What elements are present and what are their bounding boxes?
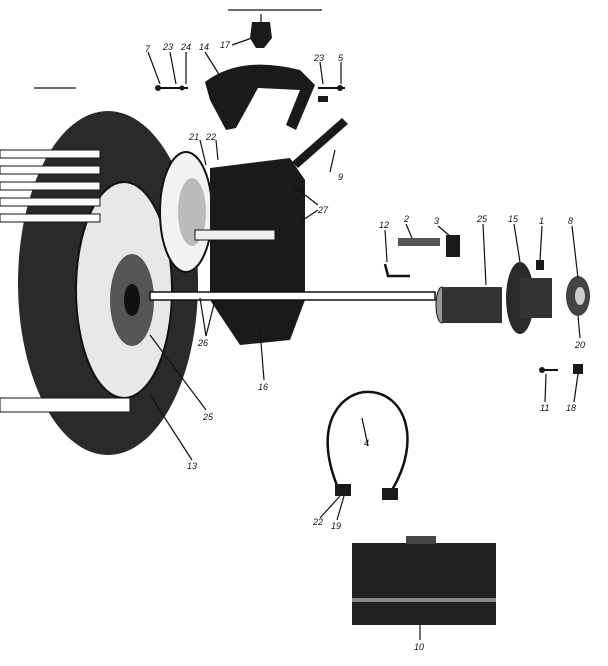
axle-shape xyxy=(149,291,436,301)
part-21-label: 21 xyxy=(188,132,199,142)
part-1-label: 1 xyxy=(539,216,544,226)
frame-bars-shape xyxy=(0,149,131,413)
part-4-shape xyxy=(326,390,409,500)
part-17-label: 17 xyxy=(220,40,231,50)
part-11-label: 11 xyxy=(540,403,549,413)
part-15-shape xyxy=(506,262,552,334)
part-24-label: 24 xyxy=(180,42,191,52)
part-26-label: 26 xyxy=(197,338,208,348)
part-5-label: 5 xyxy=(338,53,344,63)
part-10-label: 10 xyxy=(414,642,424,652)
bolts-left-shape xyxy=(155,85,188,91)
part-12-shape xyxy=(383,263,410,278)
part-18-shape xyxy=(573,364,583,374)
part-2-label: 2 xyxy=(403,214,409,224)
part-27-label: 27 xyxy=(317,205,329,215)
part-7-label: 7 xyxy=(145,44,151,54)
part-18-label: 18 xyxy=(566,403,576,413)
part-3-shape xyxy=(446,235,460,257)
part-14-shape xyxy=(205,64,315,130)
part-15-label: 15 xyxy=(508,214,519,224)
part-14-label: 14 xyxy=(199,42,209,52)
part-3-label: 3 xyxy=(434,216,439,226)
brake-plate-shape xyxy=(159,151,213,273)
sleeve-shape xyxy=(435,286,502,324)
housing-shape xyxy=(194,158,305,345)
part-9-label: 9 xyxy=(338,172,343,182)
part-17-shape xyxy=(250,14,272,48)
bolts-right-shape xyxy=(318,85,345,102)
tire-shape xyxy=(18,111,198,455)
part-1-shape xyxy=(536,260,544,270)
part-22-label: 22 xyxy=(205,132,216,142)
part-4-label: 4 xyxy=(364,438,369,448)
leader-lines xyxy=(147,37,581,640)
part-9-shape xyxy=(292,118,348,168)
part-11-shape xyxy=(539,367,558,373)
part-12-label: 12 xyxy=(379,220,389,230)
part-16-label: 16 xyxy=(258,382,268,392)
part-8-shape xyxy=(566,276,590,316)
part-22-label-bottom: 22 xyxy=(312,517,323,527)
part-20-label: 20 xyxy=(574,340,585,350)
part-23-label: 23 xyxy=(162,42,173,52)
part-8-label: 8 xyxy=(568,216,573,226)
part-25-label-top: 25 xyxy=(476,214,488,224)
part-25-label-bottom: 25 xyxy=(202,412,214,422)
part-13-label: 13 xyxy=(187,461,197,471)
part-23-label-right: 23 xyxy=(313,53,324,63)
part-19-label: 19 xyxy=(331,521,341,531)
part-10-shape xyxy=(352,536,496,625)
part-2-shape xyxy=(398,238,440,246)
